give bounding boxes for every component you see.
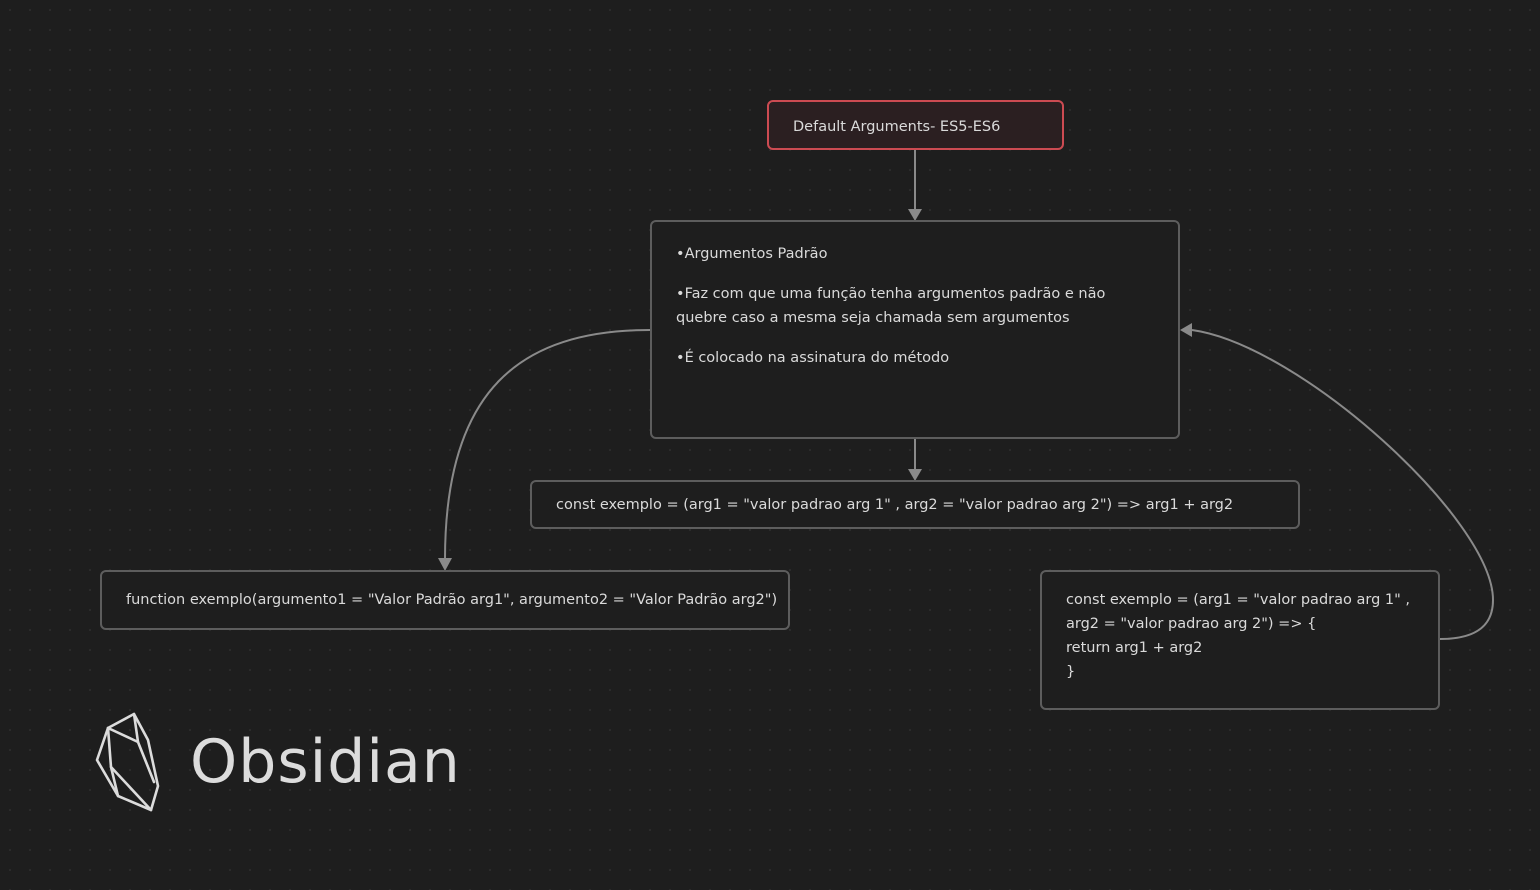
arrow-function-code: const exemplo = (arg1 = "valor padrao ar… bbox=[556, 497, 1234, 513]
block-code-line: } bbox=[1066, 664, 1076, 680]
notes-bullet: Argumentos Padrão bbox=[676, 242, 1154, 266]
notes-bullet: É colocado na assinatura do método bbox=[676, 346, 1154, 370]
block-arrow-function-node[interactable]: const exemplo = (arg1 = "valor padrao ar… bbox=[1040, 570, 1440, 710]
block-code-line: const exemplo = (arg1 = "valor padrao ar… bbox=[1066, 592, 1410, 608]
block-code-line: arg2 = "valor padrao arg 2") => { bbox=[1066, 616, 1317, 632]
edge-notes-to-function-node[interactable] bbox=[438, 329, 651, 571]
function-node[interactable]: function exemplo(argumento1 = "Valor Pad… bbox=[100, 570, 790, 630]
obsidian-brand-name: Obsidian bbox=[190, 727, 461, 797]
obsidian-logo-icon bbox=[95, 712, 160, 812]
block-code-line: return arg1 + arg2 bbox=[1066, 640, 1203, 656]
obsidian-watermark: Obsidian bbox=[94, 712, 461, 812]
notes-node[interactable]: Argumentos Padrão Faz com que uma função… bbox=[650, 220, 1180, 439]
arrow-function-node[interactable]: const exemplo = (arg1 = "valor padrao ar… bbox=[530, 480, 1300, 529]
edge-title-to-notes[interactable] bbox=[908, 150, 922, 221]
edge-notes-to-arrow-node[interactable] bbox=[908, 439, 922, 481]
title-node-text: Default Arguments- ES5-ES6 bbox=[793, 119, 1001, 135]
notes-bullet: Faz com que uma função tenha argumentos … bbox=[676, 282, 1154, 330]
function-code: function exemplo(argumento1 = "Valor Pad… bbox=[126, 592, 778, 608]
title-node[interactable]: Default Arguments- ES5-ES6 bbox=[767, 100, 1064, 150]
